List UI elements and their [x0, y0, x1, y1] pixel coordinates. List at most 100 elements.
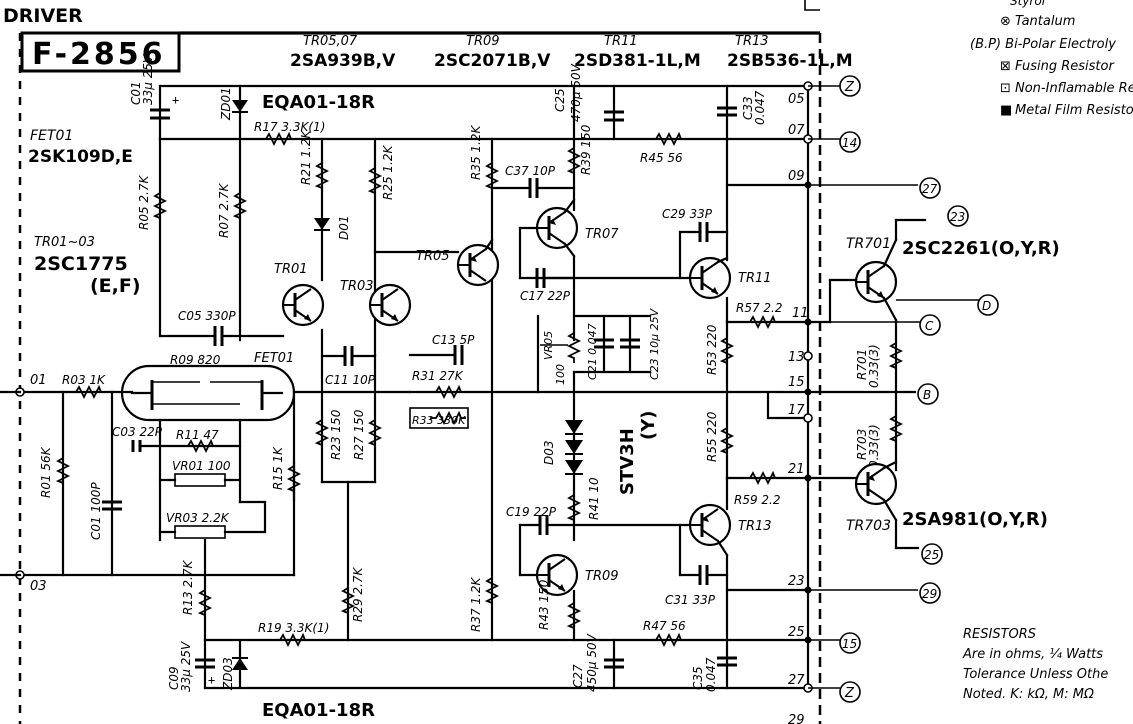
c33-capacitor: C33 0.047: [717, 84, 767, 142]
r19-resistor: R19 3.3K(1): [258, 621, 329, 646]
r23-resistor: R23 150: [316, 328, 343, 484]
svg-text:R09 820: R09 820: [170, 353, 221, 367]
svg-text:23: 23: [788, 574, 805, 589]
svg-text:C25: C25: [553, 88, 567, 112]
svg-text:09: 09: [788, 169, 805, 184]
svg-text:C05 330P: C05 330P: [178, 309, 236, 323]
board-id: F-2856: [32, 37, 166, 72]
svg-text:29: 29: [922, 587, 937, 601]
r05-resistor: R05 2.7K: [137, 137, 166, 338]
svg-text:33μ 25V: 33μ 25V: [141, 54, 155, 105]
c11-capacitor: C11 10P: [320, 346, 377, 387]
svg-text:TR01~03: TR01~03: [34, 235, 95, 250]
svg-text:0.33(3): 0.33(3): [867, 424, 881, 468]
legend-symbol-3: ⊡: [1000, 81, 1011, 96]
svg-text:C33: C33: [741, 96, 755, 120]
r47-resistor: R47 56: [643, 619, 687, 646]
svg-text:2SK109D,E: 2SK109D,E: [28, 147, 133, 167]
c27-capacitor: C27 450μ 50V: [571, 633, 624, 692]
svg-text:R15 1K: R15 1K: [271, 446, 285, 490]
svg-text:Tolerance Unless Othe: Tolerance Unless Othe: [963, 667, 1108, 682]
svg-text:R25 1.2K: R25 1.2K: [381, 144, 395, 200]
svg-text:C: C: [925, 319, 934, 333]
board-id-box: [20, 31, 181, 73]
r29-resistor: R29 2.7K: [342, 566, 365, 622]
svg-text:TR13: TR13: [738, 519, 772, 534]
svg-text:TR01: TR01: [274, 262, 308, 277]
svg-text:2SA981(O,Y,R): 2SA981(O,Y,R): [902, 509, 1048, 530]
svg-text:EQA01-18R: EQA01-18R: [262, 92, 375, 113]
legend-symbol-0: ⊗: [1000, 14, 1011, 29]
c35-capacitor: C35 0.047: [691, 638, 737, 692]
svg-text:R19 3.3K(1): R19 3.3K(1): [258, 621, 329, 635]
svg-text:TR701: TR701: [846, 236, 891, 252]
svg-text:R11 47: R11 47: [176, 428, 219, 442]
svg-text:(E,F): (E,F): [90, 275, 141, 297]
tr09-transistor: TR09: [535, 553, 619, 597]
svg-text:R59 2.2: R59 2.2: [734, 493, 781, 507]
svg-text:11: 11: [792, 306, 809, 321]
svg-text:14: 14: [842, 136, 857, 150]
c05-capacitor: C05 330P: [158, 309, 285, 346]
c31-capacitor: C31 33P: [665, 523, 729, 607]
svg-text:R23 150: R23 150: [329, 409, 343, 460]
svg-text:VR05: VR05: [542, 331, 555, 360]
fet-pair: R09 820 FET01: [120, 351, 296, 422]
svg-text:05: 05: [788, 92, 805, 107]
r703-resistor: R703 0.33(3): [855, 390, 902, 472]
zd01-diode: ZD01 EQA01-18R: [219, 84, 375, 141]
svg-text:R45 56: R45 56: [640, 151, 683, 165]
r43-resistor: R43 150: [537, 579, 580, 634]
svg-text:ZD03: ZD03: [221, 657, 235, 691]
tr13-transistor: TR13: [688, 503, 772, 547]
svg-text:C09: C09: [167, 666, 181, 690]
svg-text:2SC2071B,V: 2SC2071B,V: [434, 51, 551, 71]
svg-text:TR703: TR703: [846, 518, 891, 534]
svg-text:STV3H: STV3H: [617, 428, 638, 495]
svg-text:470μ 50V: 470μ 50V: [569, 63, 583, 122]
c09-capacitor: + C09 33μ 25V: [167, 638, 215, 692]
tr03-transistor: TR03: [340, 279, 412, 327]
svg-text:C19 22P: C19 22P: [506, 505, 557, 519]
d03-diode: D03 STV3H (Y): [542, 370, 659, 542]
svg-text:TR13: TR13: [735, 34, 769, 49]
svg-text:C35: C35: [691, 666, 705, 690]
section-title: DRIVER: [3, 5, 83, 27]
vr05-trimmer: VR05 100: [536, 314, 580, 394]
connectors: Z 14 27 23 D C B 25 29 15 Z: [808, 75, 999, 703]
svg-text:VR01 100: VR01 100: [172, 459, 231, 473]
r13-resistor: R13 2.7K: [181, 559, 211, 642]
svg-text:29: 29: [788, 713, 805, 724]
svg-text:R07 2.7K: R07 2.7K: [217, 182, 231, 238]
svg-text:R701: R701: [855, 349, 869, 380]
svg-text:0.33(3): 0.33(3): [867, 344, 881, 388]
svg-text:R13 2.7K: R13 2.7K: [181, 559, 195, 615]
r17-resistor: R17 3.3K(1): [254, 120, 325, 145]
r33-resistor: R33 330K: [409, 407, 469, 429]
left-pins: 01 03: [0, 373, 47, 594]
c29-capacitor: C29 33P: [662, 207, 729, 280]
r35-resistor: R35 1.2K: [469, 124, 498, 642]
svg-text:R05 2.7K: R05 2.7K: [137, 174, 151, 230]
svg-text:+: +: [172, 93, 179, 107]
svg-text:0.047: 0.047: [753, 90, 767, 125]
svg-text:25: 25: [924, 548, 939, 562]
legend-symbol-2: ⊠: [1000, 59, 1011, 74]
r15-resistor: R15 1K: [271, 446, 300, 502]
r59-resistor: R59 2.2: [725, 472, 810, 507]
r53-resistor: R53 220: [705, 320, 733, 394]
c01-capacitor: + C01 33μ 25V: [129, 54, 179, 141]
svg-text:C21 0.047: C21 0.047: [586, 323, 599, 380]
svg-text:R55 220: R55 220: [705, 411, 719, 462]
svg-text:VR03 2.2K: VR03 2.2K: [166, 511, 230, 525]
svg-text:R53 220: R53 220: [705, 324, 719, 375]
input-section: R03 1K R01 56K C01 100P: [18, 373, 296, 577]
svg-text:FET01: FET01: [30, 128, 73, 144]
r701-resistor: R701 0.33(3): [855, 336, 902, 388]
svg-text:R43 150: R43 150: [537, 579, 551, 630]
c13-capacitor: C13 5P: [408, 333, 475, 365]
zd03-diode: ZD03 EQA01-18R: [221, 638, 375, 721]
svg-text:C17 22P: C17 22P: [520, 289, 571, 303]
legend-item-metalfilm: Metal Film Resistor: [1015, 103, 1133, 118]
